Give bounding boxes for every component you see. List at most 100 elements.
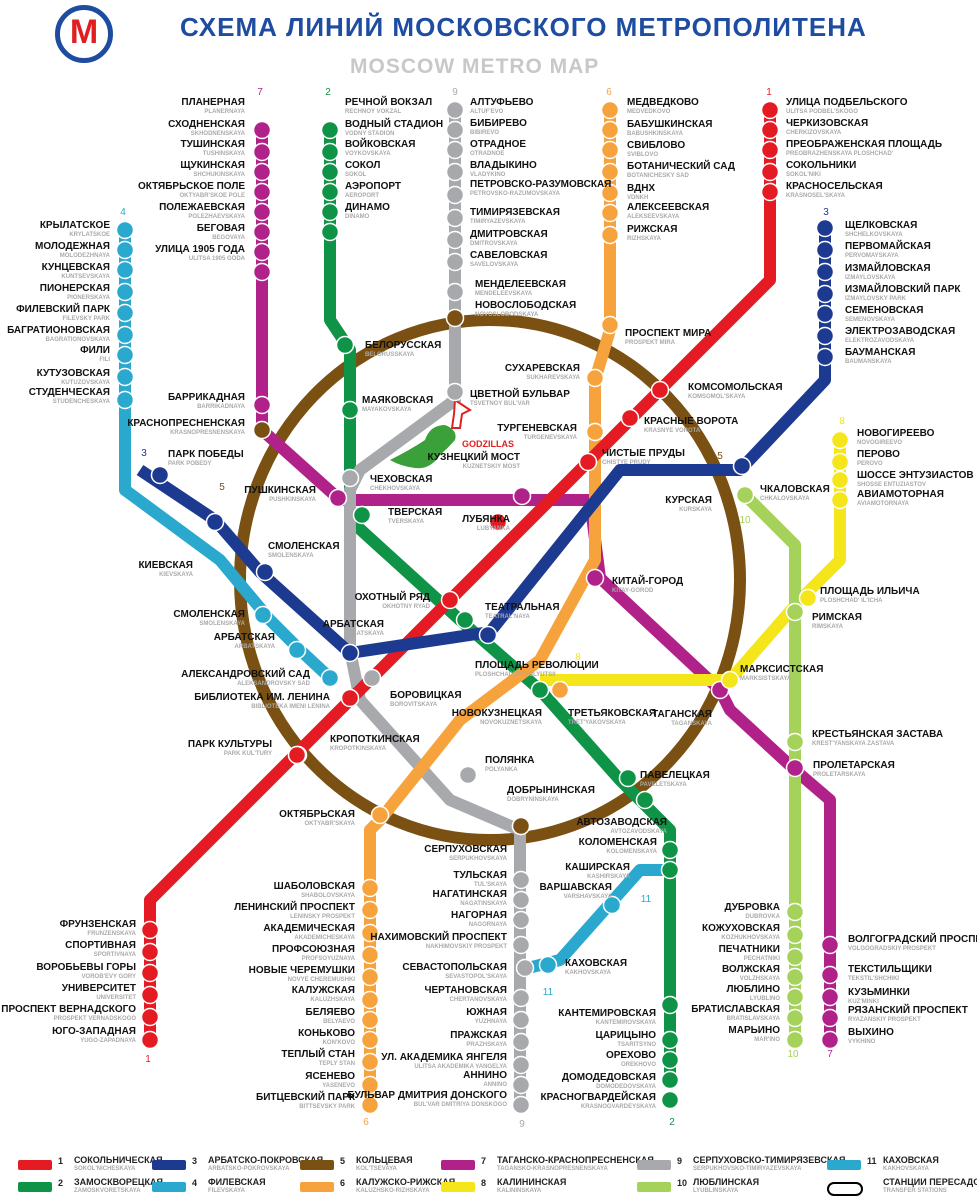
station-name[interactable]: ТЕАТРАЛЬНАЯ: [485, 602, 560, 613]
station-dot[interactable]: [445, 185, 465, 205]
station-dot[interactable]: [115, 240, 135, 260]
station-dot[interactable]: [140, 920, 160, 940]
station-name[interactable]: ТАГАНСКАЯ: [652, 709, 712, 720]
station-dot[interactable]: [252, 162, 272, 182]
station-dot[interactable]: [362, 668, 382, 688]
station-dot[interactable]: [445, 120, 465, 140]
station-name[interactable]: БЕГОВАЯ: [197, 223, 245, 234]
station-dot[interactable]: [515, 958, 535, 978]
station-name[interactable]: ВОДНЫЙ СТАДИОН: [345, 117, 443, 130]
station-dot[interactable]: [115, 325, 135, 345]
station-name[interactable]: ОРЕХОВО: [606, 1050, 656, 1061]
station-dot[interactable]: [115, 303, 135, 323]
station-dot[interactable]: [445, 282, 465, 302]
station-name[interactable]: КРАСНОСЕЛЬСКАЯ: [786, 181, 883, 192]
station-dot[interactable]: [360, 1030, 380, 1050]
station-dot[interactable]: [635, 790, 655, 810]
station-dot[interactable]: [600, 315, 620, 335]
station-dot[interactable]: [511, 988, 531, 1008]
station-name[interactable]: КАШИРСКАЯ: [565, 862, 630, 873]
station-name[interactable]: СЕВАСТОПОЛЬСКАЯ: [402, 962, 507, 973]
station-dot[interactable]: [115, 260, 135, 280]
station-dot[interactable]: [585, 422, 605, 442]
station-dot[interactable]: [252, 120, 272, 140]
station-dot[interactable]: [600, 203, 620, 223]
station-dot[interactable]: [600, 120, 620, 140]
station-name[interactable]: НАГОРНАЯ: [451, 910, 507, 921]
station-name[interactable]: ЧЕРТАНОВСКАЯ: [424, 985, 507, 996]
station-name[interactable]: КУНЦЕВСКАЯ: [42, 262, 110, 273]
station-name[interactable]: ТУРГЕНЕВСКАЯ: [497, 423, 577, 434]
station-dot[interactable]: [512, 486, 532, 506]
station-dot[interactable]: [830, 452, 850, 472]
station-name[interactable]: ТУЛЬСКАЯ: [453, 870, 507, 881]
station-dot[interactable]: [445, 230, 465, 250]
station-name[interactable]: ЧЕХОВСКАЯ: [370, 474, 432, 485]
station-name[interactable]: ОХОТНЫЙ РЯД: [355, 590, 430, 603]
station-name[interactable]: ЦВЕТНОЙ БУЛЬВАР: [470, 387, 570, 400]
station-dot[interactable]: [360, 945, 380, 965]
station-dot[interactable]: [820, 987, 840, 1007]
station-name[interactable]: ВОРОБЬЕВЫ ГОРЫ: [36, 962, 136, 973]
station-dot[interactable]: [760, 100, 780, 120]
station-dot[interactable]: [815, 218, 835, 238]
station-dot[interactable]: [660, 1070, 680, 1090]
station-name[interactable]: РЕЧНОЙ ВОКЗАЛ: [345, 95, 432, 108]
station-dot[interactable]: [205, 512, 225, 532]
station-dot[interactable]: [830, 490, 850, 510]
station-dot[interactable]: [340, 468, 360, 488]
station-dot[interactable]: [360, 1010, 380, 1030]
station-name[interactable]: ОТРАДНОЕ: [470, 139, 526, 150]
station-name[interactable]: ВОЛГОГРАДСКИЙ ПРОСПЕКТ: [848, 932, 977, 945]
station-dot[interactable]: [360, 923, 380, 943]
station-name[interactable]: ФИЛИ: [80, 345, 110, 356]
station-name[interactable]: ЧКАЛОВСКАЯ: [760, 484, 830, 495]
station-name[interactable]: САВЕЛОВСКАЯ: [470, 250, 547, 261]
station-dot[interactable]: [360, 878, 380, 898]
station-name[interactable]: ЛЮБЛИНО: [727, 984, 781, 995]
station-dot[interactable]: [252, 262, 272, 282]
station-dot[interactable]: [785, 602, 805, 622]
station-dot[interactable]: [511, 816, 531, 836]
station-dot[interactable]: [600, 140, 620, 160]
station-name[interactable]: ИЗМАЙЛОВСКАЯ: [845, 261, 931, 274]
station-dot[interactable]: [660, 1050, 680, 1070]
station-name[interactable]: СОКОЛ: [345, 160, 380, 171]
station-dot[interactable]: [252, 142, 272, 162]
station-name[interactable]: ПРОЛЕТАРСКАЯ: [813, 760, 895, 771]
station-name[interactable]: БАУМАНСКАЯ: [845, 347, 915, 358]
station-dot[interactable]: [488, 512, 508, 532]
station-dot[interactable]: [785, 947, 805, 967]
station-name[interactable]: ДМИТРОВСКАЯ: [470, 229, 548, 240]
station-dot[interactable]: [815, 347, 835, 367]
station-name[interactable]: ЯСЕНЕВО: [305, 1071, 355, 1082]
station-dot[interactable]: [115, 345, 135, 365]
station-dot[interactable]: [445, 140, 465, 160]
station-name[interactable]: КИЕВСКАЯ: [138, 560, 193, 571]
station-dot[interactable]: [511, 935, 531, 955]
station-name[interactable]: МОЛОДЕЖНАЯ: [35, 241, 110, 252]
station-dot[interactable]: [785, 967, 805, 987]
station-name[interactable]: АРБАТСКАЯ: [323, 619, 384, 630]
station-name[interactable]: ИЗМАЙЛОВСКИЙ ПАРК: [845, 282, 961, 295]
station-dot[interactable]: [820, 935, 840, 955]
station-dot[interactable]: [458, 765, 478, 785]
station-dot[interactable]: [115, 220, 135, 240]
station-name[interactable]: ПОЛЯНКА: [485, 755, 534, 766]
station-dot[interactable]: [320, 120, 340, 140]
station-name[interactable]: НАГАТИНСКАЯ: [433, 889, 507, 900]
station-dot[interactable]: [620, 408, 640, 428]
station-dot[interactable]: [815, 284, 835, 304]
station-name[interactable]: ЧЕРКИЗОВСКАЯ: [786, 118, 868, 129]
station-dot[interactable]: [760, 182, 780, 202]
station-name[interactable]: ТИМИРЯЗЕВСКАЯ: [470, 207, 560, 218]
station-dot[interactable]: [820, 965, 840, 985]
station-dot[interactable]: [252, 242, 272, 262]
station-name[interactable]: ФИЛЕВСКИЙ ПАРК: [16, 302, 111, 315]
station-name[interactable]: ПЕРВОМАЙСКАЯ: [845, 239, 931, 252]
station-name[interactable]: БУЛЬВАР ДМИТРИЯ ДОНСКОГО: [348, 1090, 508, 1101]
station-name[interactable]: ПЛОЩАДЬ ИЛЬИЧА: [820, 586, 920, 597]
station-name[interactable]: ЭЛЕКТРОЗАВОДСКАЯ: [845, 326, 955, 337]
station-name[interactable]: АЛТУФЬЕВО: [470, 97, 534, 108]
station-dot[interactable]: [585, 368, 605, 388]
